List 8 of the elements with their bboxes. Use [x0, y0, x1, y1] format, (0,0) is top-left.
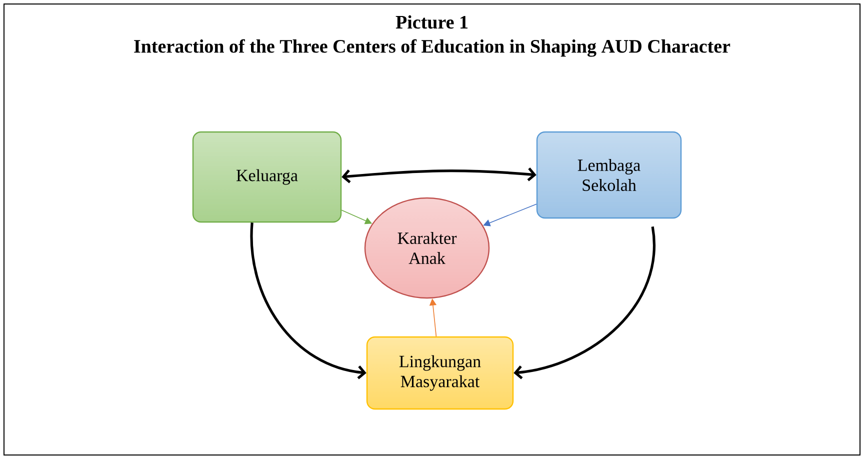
- title: Picture 1: [396, 15, 468, 29]
- title: Interaction of the Three Centers of Education in Shaping AUD Character: [134, 39, 730, 57]
- arrow: [250, 222, 366, 380]
- arrow: [342, 168, 536, 184]
- process-box: Keluarga: [192, 131, 342, 223]
- process-box: Lingkungan Masyarakat: [366, 336, 514, 410]
- process-box: Lembaga Sekolah: [536, 131, 682, 219]
- arrow: [514, 226, 656, 380]
